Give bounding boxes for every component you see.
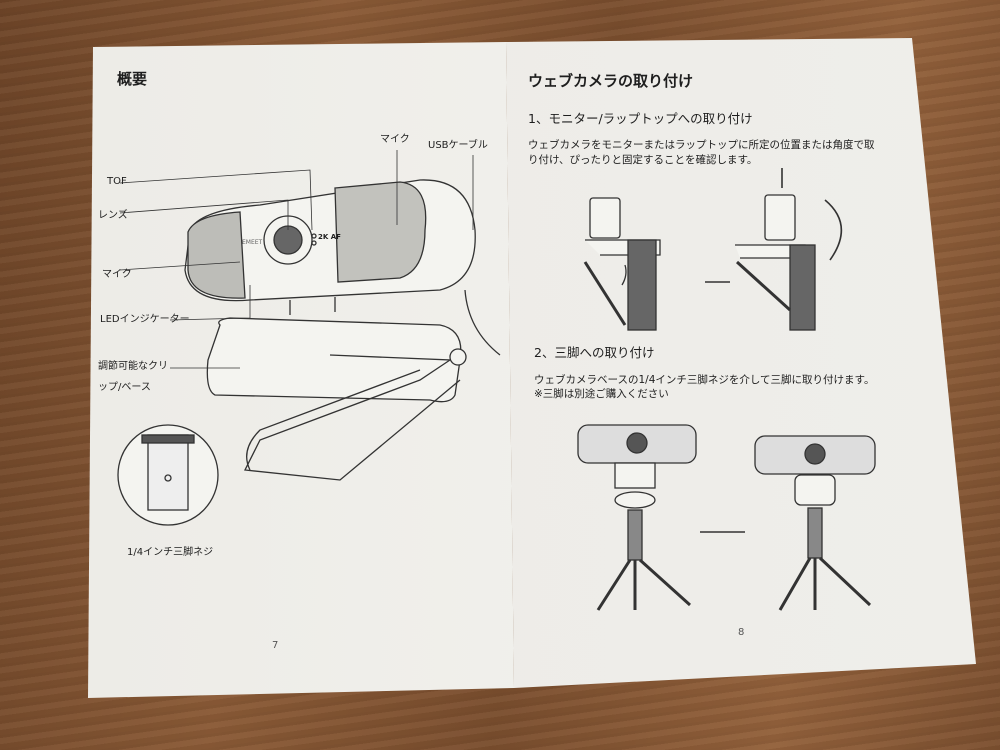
section2-text-line2: ※三脚は別途ご購入ください	[534, 388, 669, 400]
section1-text-line1: ウェブカメラをモニターまたはラップトップに所定の位置または角度で取	[528, 139, 875, 151]
page-number-left: 7	[272, 640, 279, 651]
camera-spec-mark: 2K AF	[318, 233, 341, 241]
label-usb-cable: USBケーブル	[428, 140, 488, 151]
section1-heading: 1、モニター/ラップトップへの取り付け	[528, 111, 753, 126]
section2-text-line1: ウェブカメラベースの1/4インチ三脚ネジを介して三脚に取り付けます。	[534, 374, 875, 386]
camera-brand-mark: EMEET	[242, 239, 263, 246]
label-mic-top: マイク	[380, 134, 410, 145]
label-lens: レンズ	[98, 210, 128, 221]
mounting-title: ウェブカメラの取り付け	[528, 72, 694, 90]
overview-title: 概要	[117, 70, 148, 88]
monitor-mount-illustration	[583, 168, 843, 331]
label-mic-left: マイク	[102, 269, 132, 280]
label-tripod-thread: 1/4インチ三脚ネジ	[127, 547, 214, 558]
label-clip-line1: 調節可能なクリ	[98, 361, 168, 372]
label-tof: TOF	[107, 176, 127, 187]
webcam-overview-illustration	[117, 150, 501, 526]
label-clip-line2: ップ/ベース	[98, 382, 151, 393]
section2-heading: 2、三脚への取り付け	[534, 345, 655, 360]
page-number-right: 8	[738, 627, 745, 638]
label-led-indicator: LEDインジケーター	[100, 314, 190, 325]
tripod-mount-illustration	[577, 424, 876, 611]
section1-text-line2: り付け、ぴったりと固定することを確認します。	[528, 154, 758, 166]
